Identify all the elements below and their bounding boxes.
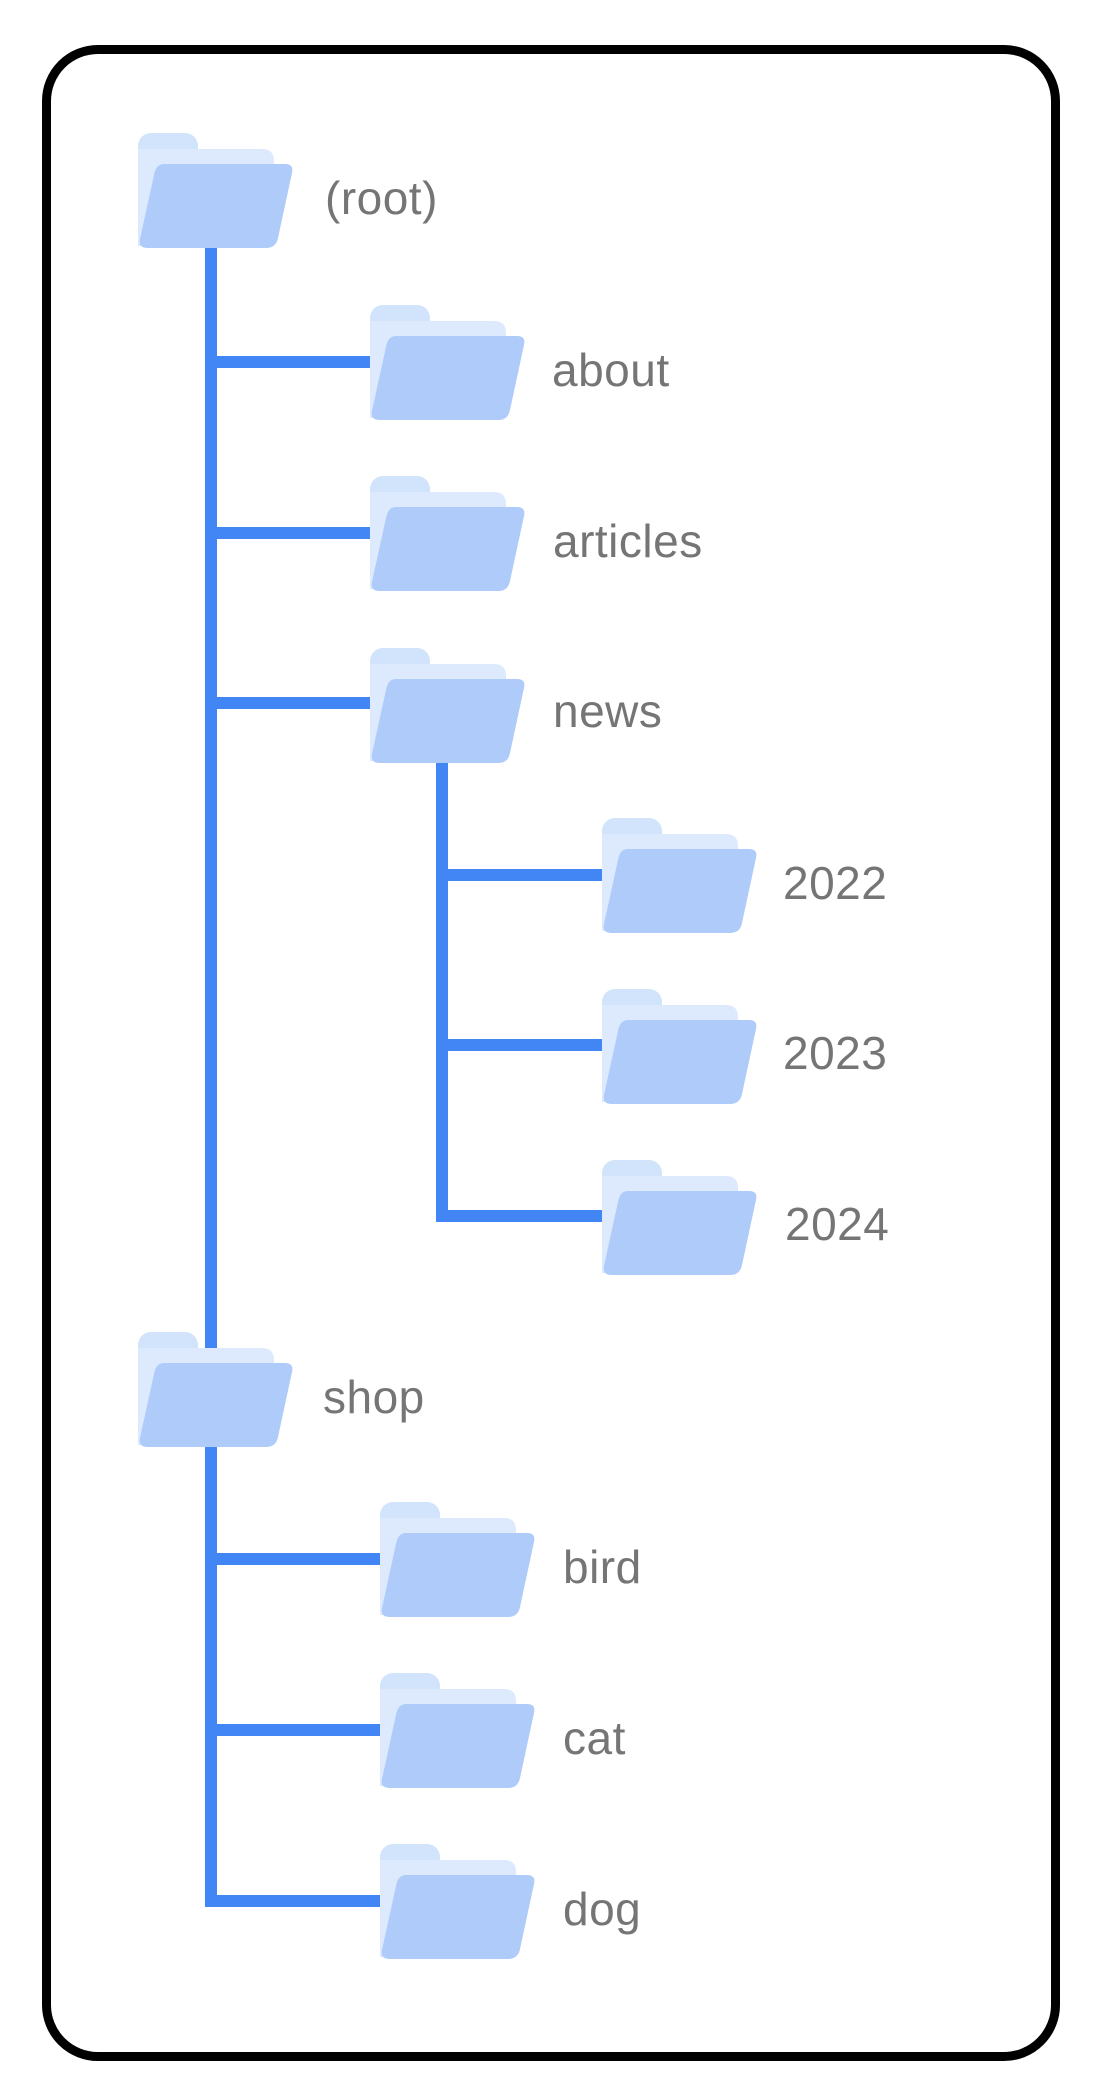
connector-news-horizontal [205,697,382,709]
connector-cat-horizontal [205,1724,392,1736]
folder-icon-about [370,305,525,420]
connector-news-vertical [436,750,448,1222]
node-label-2022: 2022 [783,857,888,909]
connector-2022-horizontal [436,869,614,881]
node-label-cat: cat [563,1712,626,1764]
node-label-articles: articles [553,515,703,567]
folder-icon-news [370,648,525,763]
folder-icon-cat [380,1673,535,1788]
connector-dog-horizontal [205,1895,392,1907]
connector-about-horizontal [205,356,382,368]
node-label-shop: shop [323,1371,425,1423]
folder-icon-dog [380,1844,535,1959]
connector-bird-horizontal [205,1553,392,1565]
folder-icon-bird [380,1502,535,1617]
connector-root-vertical [205,238,217,1907]
folder-icon-2024 [602,1160,757,1275]
node-label-news: news [553,685,663,737]
node-label-root: (root) [325,172,438,224]
connector-2024-horizontal [436,1210,614,1222]
node-label-about: about [552,344,670,396]
folder-icon-articles [370,476,525,591]
node-label-bird: bird [563,1541,642,1593]
folder-icon-shop [138,1332,293,1447]
node-label-2024: 2024 [785,1198,890,1250]
node-label-2023: 2023 [783,1027,888,1079]
connector-2023-horizontal [436,1039,614,1051]
folder-icon-2023 [602,989,757,1104]
folder-icon-2022 [602,818,757,933]
node-label-dog: dog [563,1883,642,1935]
connector-articles-horizontal [205,527,382,539]
folder-icon-root [138,133,293,248]
